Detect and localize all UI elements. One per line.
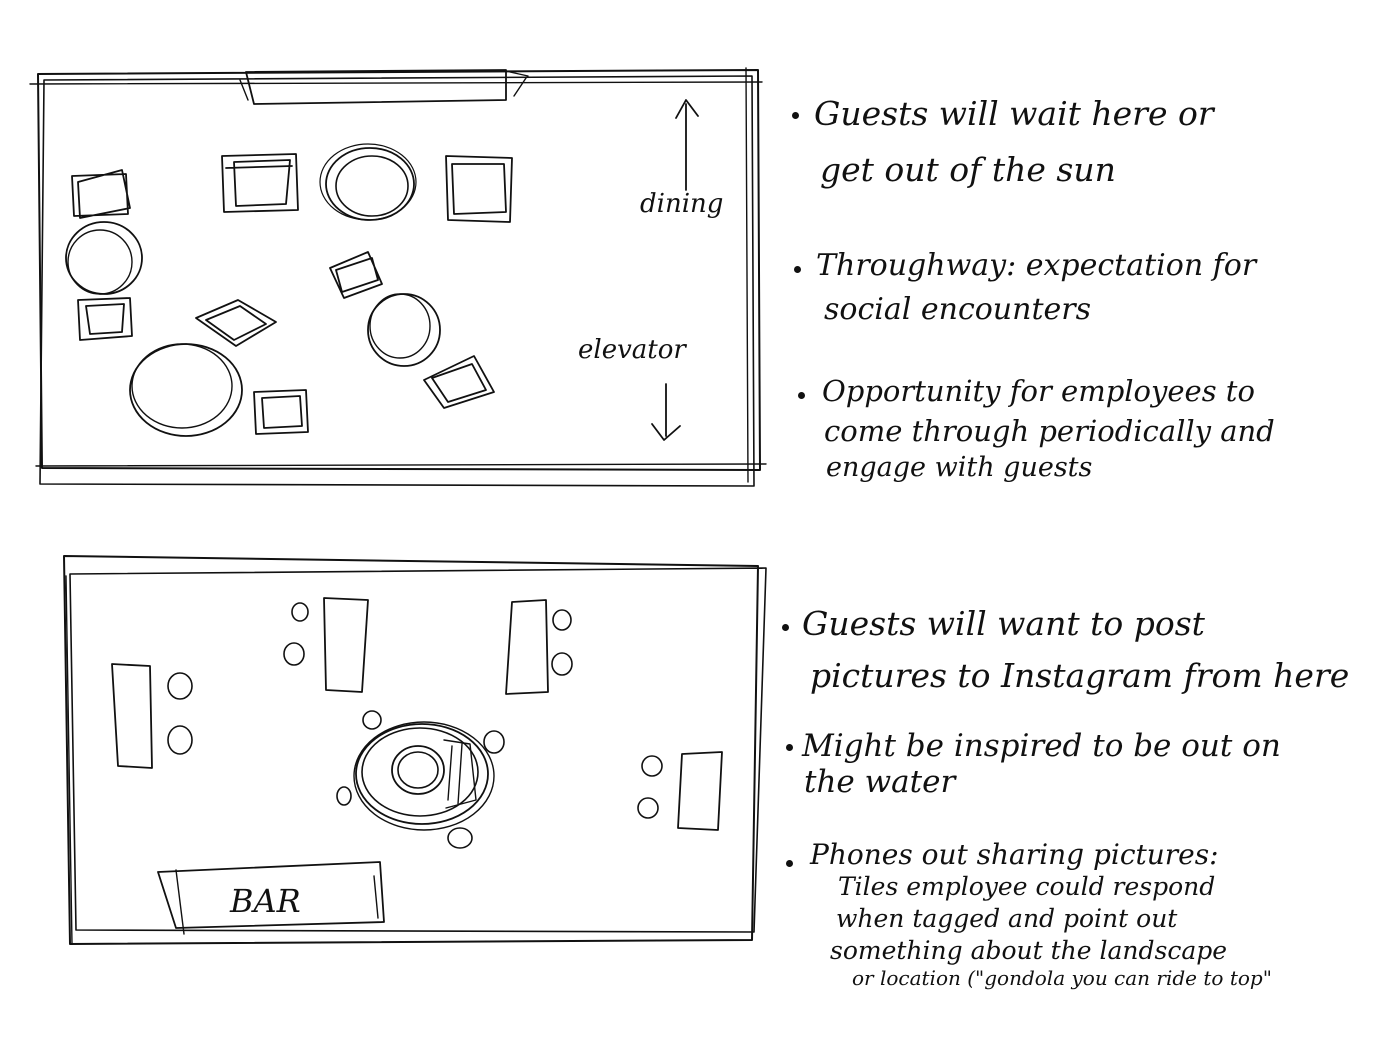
stool	[447, 827, 473, 849]
round-table	[65, 221, 143, 295]
note-line: Throughway: expectation for	[816, 248, 1257, 283]
bottom-floor-plan: BAR	[63, 555, 767, 945]
note-line: get out of the sun	[820, 150, 1116, 189]
stool	[551, 652, 573, 676]
note-line: Guests will want to post	[802, 604, 1205, 643]
note-line: Tiles employee could respond	[838, 872, 1216, 901]
bottom-room-stroke	[65, 575, 73, 945]
label-elevator: elevator	[578, 335, 687, 365]
stool	[167, 672, 193, 700]
bar-counter	[157, 861, 385, 929]
top-counter	[245, 69, 507, 105]
note-line: Phones out sharing pictures:	[810, 838, 1219, 871]
bar-counter-detail	[175, 869, 379, 935]
note-line: come through periodically and	[824, 414, 1275, 448]
stool	[336, 786, 352, 806]
round-table	[367, 293, 441, 367]
bullet-icon	[786, 744, 793, 751]
round-table	[319, 143, 417, 221]
square-table	[71, 169, 131, 219]
top-floor-plan: dining elevator	[29, 67, 767, 487]
arrow-down-icon	[651, 383, 681, 441]
top-room-stroke	[35, 463, 767, 467]
square-table	[253, 389, 309, 435]
arrow-up-icon	[675, 99, 699, 191]
stool	[552, 609, 572, 631]
bullet-icon	[786, 860, 793, 867]
note-line: Might be inspired to be out on	[802, 728, 1281, 764]
bottom-room-outline-inner	[69, 567, 767, 933]
square-table	[329, 251, 383, 299]
square-table	[423, 355, 495, 409]
top-counter-detail	[239, 71, 529, 101]
note-line: the water	[804, 764, 956, 800]
square-table	[221, 153, 299, 213]
bottom-room-outline	[63, 555, 759, 945]
bullet-icon	[792, 112, 799, 119]
long-table	[323, 597, 369, 693]
stool	[167, 725, 193, 755]
stool	[637, 797, 659, 819]
round-table	[129, 343, 243, 437]
top-room-outline-inner	[39, 75, 755, 487]
bullet-icon	[782, 624, 789, 631]
center-round-feature	[353, 721, 495, 831]
top-room-stroke	[745, 67, 749, 483]
top-room-stroke	[29, 81, 763, 85]
long-table	[505, 599, 549, 695]
label-dining: dining	[640, 189, 723, 219]
stool	[291, 602, 309, 622]
note-line: Opportunity for employees to	[822, 374, 1255, 408]
notes-top: Guests will wait here or get out of the …	[790, 90, 1380, 510]
note-line: when tagged and point out	[836, 904, 1178, 933]
note-line: or location ("gondola you can ride to to…	[852, 966, 1272, 990]
note-line: pictures to Instagram from here	[810, 656, 1350, 695]
square-table	[445, 155, 513, 223]
stool	[641, 755, 663, 777]
square-table	[77, 297, 133, 341]
note-line: Guests will wait here or	[814, 94, 1214, 133]
long-table	[677, 751, 723, 831]
long-table	[111, 663, 153, 769]
note-line: engage with guests	[826, 452, 1093, 483]
bullet-icon	[798, 392, 805, 399]
stool	[283, 642, 305, 666]
note-line: something about the landscape	[830, 936, 1228, 965]
label-bar: BAR	[229, 882, 301, 920]
stool	[483, 730, 505, 754]
top-room-outline	[37, 69, 761, 471]
stool	[362, 710, 382, 730]
square-table	[195, 299, 277, 347]
bullet-icon	[794, 266, 801, 273]
notes-bottom: Guests will want to post pictures to Ins…	[780, 600, 1380, 1000]
note-line: social encounters	[824, 292, 1091, 327]
